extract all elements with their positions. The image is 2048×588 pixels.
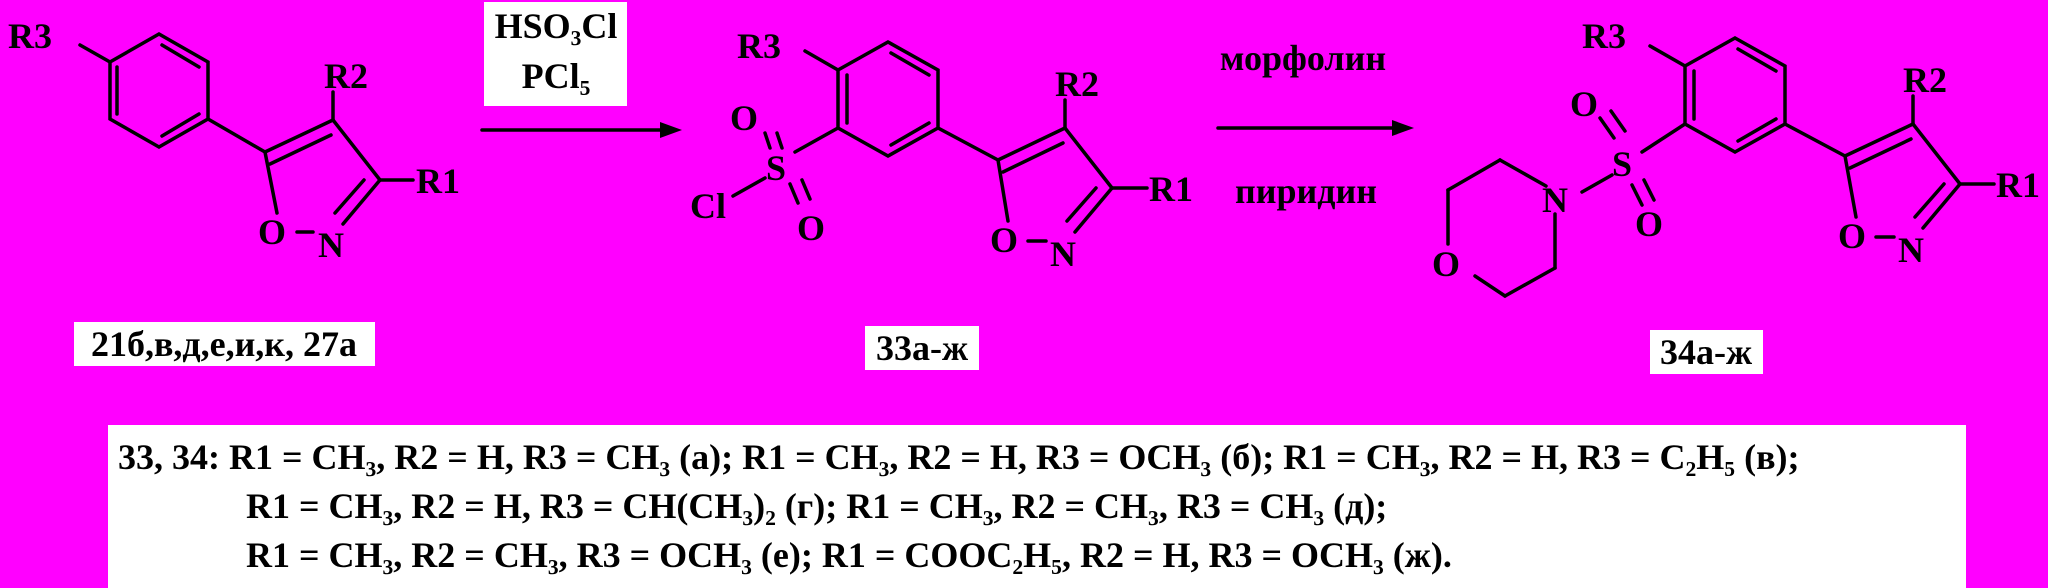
atom-o: O [730, 98, 758, 138]
atom-o: O [1635, 204, 1663, 244]
legend-line: R1 = CH₃, R2 = H, R3 = CH(CH₃)₂ (г); R1 … [118, 482, 1966, 531]
reagent-pcl5: PCl₅ [522, 56, 591, 96]
r3-label: R3 [1582, 16, 1626, 56]
r1-label: R1 [1149, 169, 1193, 209]
atom-n: N [318, 225, 344, 265]
atom-o: O [797, 208, 825, 248]
legend-prefix: 33, 34: [118, 437, 220, 477]
compound-intermediate-label: 33а-ж [876, 328, 969, 368]
atom-o: O [1432, 244, 1460, 284]
reagent-pyridine: пиридин [1235, 171, 1377, 211]
reagent-hso3cl: HSO₃Cl [495, 6, 618, 46]
substituent-legend: 33, 34: R1 = CH₃, R2 = H, R3 = CH₃ (а); … [108, 425, 1966, 588]
r1-label: R1 [416, 161, 460, 201]
atom-o: O [1570, 84, 1598, 124]
legend-line-2: R1 = CH₃, R2 = H, R3 = CH(CH₃)₂ (г); R1 … [246, 486, 1388, 526]
atom-o: O [258, 212, 286, 252]
legend-line-1: R1 = CH₃, R2 = H, R3 = CH₃ (а); R1 = CH₃… [229, 437, 1800, 477]
compound-label-box [1650, 330, 1763, 374]
r1-label: R1 [1996, 165, 2040, 205]
legend-line: R1 = CH₃, R2 = CH₃, R3 = OCH₃ (е); R1 = … [118, 531, 1966, 580]
legend-line-3: R1 = CH₃, R2 = CH₃, R3 = OCH₃ (е); R1 = … [246, 535, 1452, 575]
legend-line: 33, 34: R1 = CH₃, R2 = H, R3 = CH₃ (а); … [118, 433, 1966, 482]
intermediate-structure [731, 39, 1149, 243]
reaction-arrow-1 [480, 122, 682, 138]
atom-s: S [766, 148, 786, 188]
r2-label: R2 [1903, 60, 1947, 100]
compound-label-box [74, 322, 375, 366]
reaction-arrow-2 [1216, 120, 1414, 136]
compound-start-label: 21б,в,д,е,и,к, 27а [91, 324, 357, 364]
atom-o: O [1838, 216, 1866, 256]
product-structure [1446, 35, 1996, 298]
compound-product-label: 34а-ж [1660, 332, 1753, 372]
r2-label: R2 [1055, 64, 1099, 104]
atom-s: S [1612, 144, 1632, 184]
reagent-box [484, 2, 627, 106]
r3-label: R3 [8, 16, 52, 56]
r2-label: R2 [324, 56, 368, 96]
reagent-morpholine: морфолин [1220, 38, 1386, 78]
compound-label-box [865, 326, 979, 370]
atom-n: N [1050, 234, 1076, 274]
atom-o: O [990, 220, 1018, 260]
atom-n: N [1898, 230, 1924, 270]
starting-material-structure [78, 31, 415, 234]
atom-cl: Cl [690, 186, 726, 226]
atom-n: N [1542, 180, 1568, 220]
r3-label: R3 [737, 26, 781, 66]
